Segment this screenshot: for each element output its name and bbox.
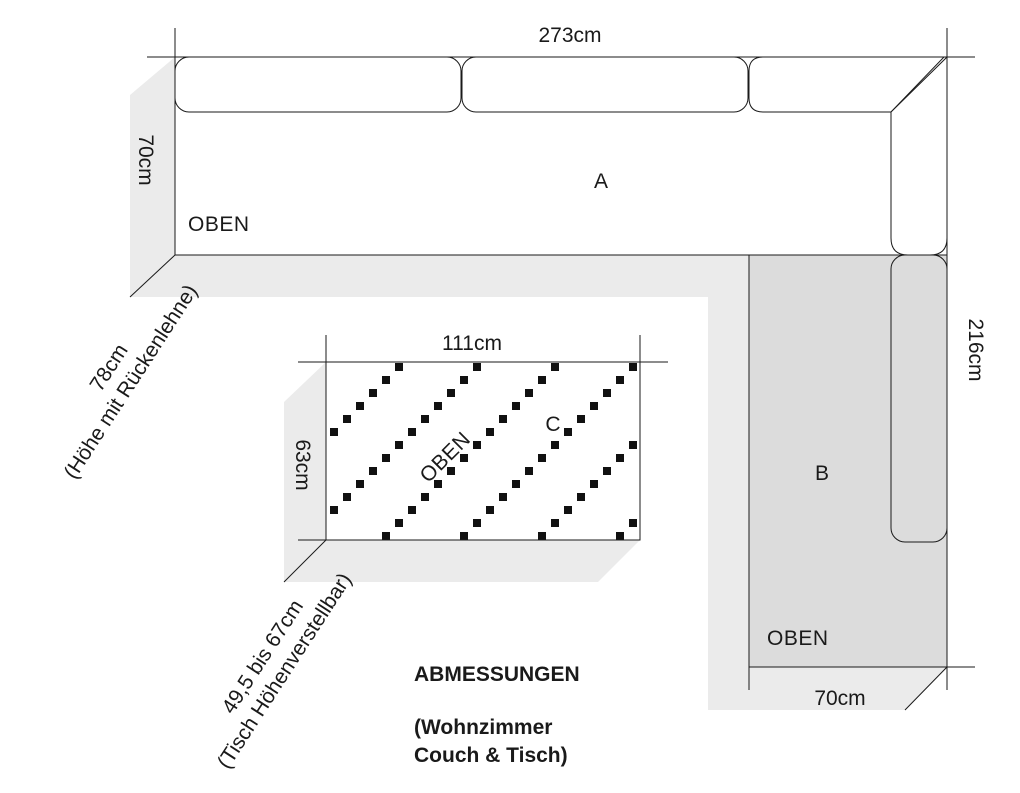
hatch-square — [499, 415, 507, 423]
hatch-square — [590, 402, 598, 410]
section-a-label: A — [594, 170, 608, 193]
hatch-square — [629, 441, 637, 449]
couch-right-length-label: 216cm — [964, 318, 987, 381]
hatch-square — [486, 506, 494, 514]
hatch-square — [330, 350, 338, 358]
hatch-square — [369, 389, 377, 397]
hatch-square — [564, 506, 572, 514]
hatch-square — [330, 506, 338, 514]
section-a-top-label: OBEN — [188, 213, 250, 236]
hatch-square — [447, 467, 455, 475]
hatch-square — [382, 454, 390, 462]
hatch-square — [395, 363, 403, 371]
hatch-square — [395, 441, 403, 449]
hatch-square — [395, 519, 403, 527]
hatch-square — [603, 467, 611, 475]
hatch-square — [434, 480, 442, 488]
section-c-label: C — [545, 413, 560, 436]
hatch-square — [343, 415, 351, 423]
section-b-top-label: OBEN — [767, 627, 829, 650]
hatch-square — [551, 519, 559, 527]
back-cushion-2 — [461, 56, 749, 113]
couch-right-depth-label: 70cm — [814, 687, 865, 710]
couch-width-label: 273cm — [538, 24, 601, 47]
hatch-square — [473, 519, 481, 527]
hatch-square — [512, 402, 520, 410]
hatch-square — [616, 454, 624, 462]
hatch-square — [421, 493, 429, 501]
back-cushion-corner — [748, 56, 946, 113]
table-shadow — [284, 362, 640, 582]
hatch-square — [356, 402, 364, 410]
back-cushion-1 — [174, 56, 462, 113]
table-height-note: (Tisch Höhenverstellbar) — [213, 569, 356, 773]
hatch-square — [629, 519, 637, 527]
hatch-square — [590, 480, 598, 488]
hatch-square — [629, 363, 637, 371]
back-cushions — [174, 55, 948, 256]
hatch-square — [603, 389, 611, 397]
hatch-square — [460, 454, 468, 462]
hatch-square — [473, 441, 481, 449]
section-b-label: B — [815, 462, 829, 485]
hatch-square — [525, 389, 533, 397]
hatch-square — [356, 480, 364, 488]
hatch-square — [564, 428, 572, 436]
hatch-square — [616, 532, 624, 540]
hatch-square — [447, 389, 455, 397]
hatch-square — [538, 376, 546, 384]
hatch-square — [473, 363, 481, 371]
hatch-square — [408, 428, 416, 436]
hatch-square — [538, 532, 546, 540]
hatch-square — [369, 467, 377, 475]
hatch-square — [434, 402, 442, 410]
hatch-square — [551, 363, 559, 371]
hatch-square — [499, 493, 507, 501]
table-width-label: 111cm — [442, 332, 502, 355]
hatch-square — [577, 415, 585, 423]
hatch-square — [525, 467, 533, 475]
couch-shadow — [130, 57, 947, 710]
caption-title: ABMESSUNGEN — [414, 663, 580, 686]
hatch-square — [551, 441, 559, 449]
hatch-square — [538, 454, 546, 462]
hatch-square — [564, 350, 572, 358]
couch-height-annotation: 78cm (Höhe mit Rückenlehne) — [60, 281, 203, 483]
caption-line-2: Couch & Tisch) — [414, 744, 568, 767]
couch-dimension-lines — [129, 28, 975, 711]
couch-height-note: (Höhe mit Rückenlehne) — [60, 281, 203, 483]
caption-line-1: (Wohnzimmer — [414, 716, 552, 739]
hatch-square — [330, 428, 338, 436]
hatch-square — [343, 493, 351, 501]
hatch-square — [460, 376, 468, 384]
hatch-square — [421, 415, 429, 423]
couch-depth-label: 70cm — [134, 134, 157, 185]
hatch-square — [408, 506, 416, 514]
hatch-square — [382, 376, 390, 384]
section-c-area — [326, 362, 640, 540]
hatch-square — [408, 350, 416, 358]
table-hatch-pattern — [330, 350, 637, 540]
table-height-annotation: 49,5 bis 67cm (Tisch Höhenverstellbar) — [213, 569, 356, 773]
hatch-square — [616, 376, 624, 384]
hatch-square — [382, 532, 390, 540]
table-dimension-lines — [283, 335, 668, 583]
hatch-square — [512, 480, 520, 488]
table-depth-label: 63cm — [291, 439, 314, 490]
hatch-square — [460, 532, 468, 540]
hatch-square — [486, 428, 494, 436]
hatch-square — [577, 493, 585, 501]
section-b-backrest — [890, 254, 948, 543]
